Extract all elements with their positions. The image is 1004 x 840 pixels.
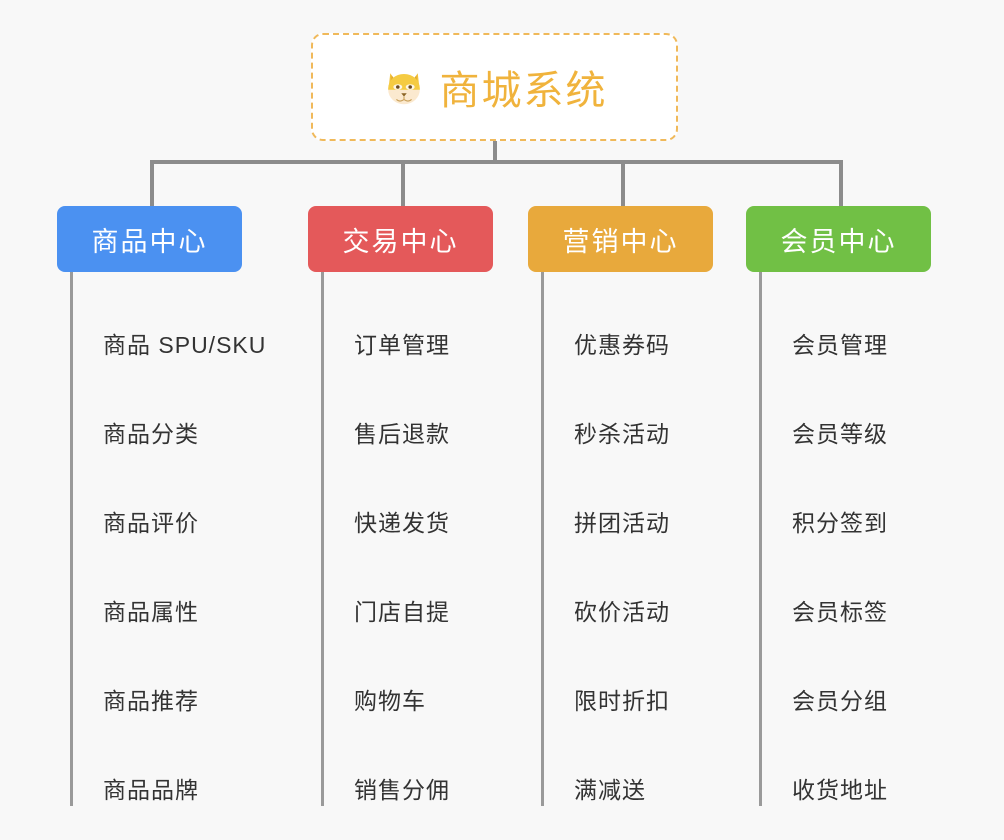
leaf-item[interactable]: 商品属性 xyxy=(73,539,267,628)
leaf-label: 售后退款 xyxy=(354,420,450,447)
category-title: 会员中心 xyxy=(780,226,897,257)
leaf-list-member-center: 会员管理 会员等级 积分签到 会员标签 会员分组 收货地址 xyxy=(759,272,956,806)
shiba-dog-icon xyxy=(382,65,426,109)
connector-root-stem xyxy=(493,141,497,164)
connector-drop-0 xyxy=(150,160,154,208)
leaf-label: 商品推荐 xyxy=(103,687,199,714)
leaf-label: 门店自提 xyxy=(354,598,450,625)
leaf-item[interactable]: 优惠券码 xyxy=(544,272,738,361)
leaf-item[interactable]: 秒杀活动 xyxy=(544,361,738,450)
category-title: 交易中心 xyxy=(342,226,459,257)
leaf-list-product-center: 商品 SPU/SKU 商品分类 商品评价 商品属性 商品推荐 商品品牌 xyxy=(70,272,267,806)
leaf-item[interactable]: 会员管理 xyxy=(762,272,956,361)
category-header-product-center[interactable]: 商品中心 xyxy=(57,206,242,272)
leaf-item[interactable]: 订单管理 xyxy=(324,272,518,361)
leaf-label: 会员等级 xyxy=(792,420,888,447)
leaf-label: 收货地址 xyxy=(792,776,888,803)
leaf-item[interactable]: 售后退款 xyxy=(324,361,518,450)
root-node[interactable]: 商城系统 xyxy=(311,33,678,141)
leaf-item[interactable]: 积分签到 xyxy=(762,450,956,539)
leaf-label: 商品评价 xyxy=(103,509,199,536)
leaf-label: 砍价活动 xyxy=(574,598,670,625)
leaf-label: 商品属性 xyxy=(103,598,199,625)
leaf-list-marketing-center: 优惠券码 秒杀活动 拼团活动 砍价活动 限时折扣 满减送 xyxy=(541,272,738,806)
category-title: 商品中心 xyxy=(91,226,208,257)
leaf-item[interactable]: 商品推荐 xyxy=(73,628,267,717)
leaf-item[interactable]: 门店自提 xyxy=(324,539,518,628)
leaf-item[interactable]: 会员分组 xyxy=(762,628,956,717)
connector-bus xyxy=(152,160,840,164)
leaf-item[interactable]: 商品品牌 xyxy=(73,717,267,806)
column-marketing-center: 营销中心 优惠券码 秒杀活动 拼团活动 砍价活动 限时折扣 满减送 xyxy=(528,206,738,806)
leaf-label: 拼团活动 xyxy=(574,509,670,536)
leaf-item[interactable]: 收货地址 xyxy=(762,717,956,806)
category-header-member-center[interactable]: 会员中心 xyxy=(746,206,931,272)
leaf-item[interactable]: 拼团活动 xyxy=(544,450,738,539)
leaf-label: 积分签到 xyxy=(792,509,888,536)
column-member-center: 会员中心 会员管理 会员等级 积分签到 会员标签 会员分组 收货地址 xyxy=(746,206,956,806)
leaf-label: 会员管理 xyxy=(792,331,888,358)
leaf-item[interactable]: 限时折扣 xyxy=(544,628,738,717)
connector-drop-1 xyxy=(401,160,405,208)
leaf-item[interactable]: 商品评价 xyxy=(73,450,267,539)
leaf-item[interactable]: 砍价活动 xyxy=(544,539,738,628)
leaf-item[interactable]: 会员标签 xyxy=(762,539,956,628)
leaf-label: 满减送 xyxy=(574,776,646,803)
leaf-label: 秒杀活动 xyxy=(574,420,670,447)
connector-drop-3 xyxy=(839,160,843,208)
leaf-item[interactable]: 销售分佣 xyxy=(324,717,518,806)
leaf-label: 订单管理 xyxy=(354,331,450,358)
leaf-item[interactable]: 满减送 xyxy=(544,717,738,806)
leaf-item[interactable]: 快递发货 xyxy=(324,450,518,539)
leaf-label: 商品 SPU/SKU xyxy=(103,331,267,358)
leaf-label: 快递发货 xyxy=(354,509,450,536)
leaf-label: 商品分类 xyxy=(103,420,199,447)
leaf-label: 销售分佣 xyxy=(354,776,450,803)
leaf-item[interactable]: 商品分类 xyxy=(73,361,267,450)
leaf-item[interactable]: 购物车 xyxy=(324,628,518,717)
leaf-label: 购物车 xyxy=(354,687,426,714)
leaf-label: 优惠券码 xyxy=(574,331,670,358)
connector-drop-2 xyxy=(621,160,625,208)
column-trade-center: 交易中心 订单管理 售后退款 快递发货 门店自提 购物车 销售分佣 xyxy=(308,206,518,806)
leaf-label: 限时折扣 xyxy=(574,687,670,714)
leaf-item[interactable]: 会员等级 xyxy=(762,361,956,450)
leaf-label: 会员标签 xyxy=(792,598,888,625)
category-header-marketing-center[interactable]: 营销中心 xyxy=(528,206,713,272)
root-title: 商城系统 xyxy=(439,69,608,113)
category-title: 营销中心 xyxy=(562,226,679,257)
leaf-item[interactable]: 商品 SPU/SKU xyxy=(73,272,267,361)
category-header-trade-center[interactable]: 交易中心 xyxy=(308,206,493,272)
leaf-label: 会员分组 xyxy=(792,687,888,714)
leaf-list-trade-center: 订单管理 售后退款 快递发货 门店自提 购物车 销售分佣 xyxy=(321,272,518,806)
leaf-label: 商品品牌 xyxy=(103,776,199,803)
column-product-center: 商品中心 商品 SPU/SKU 商品分类 商品评价 商品属性 商品推荐 商品品牌 xyxy=(57,206,267,806)
